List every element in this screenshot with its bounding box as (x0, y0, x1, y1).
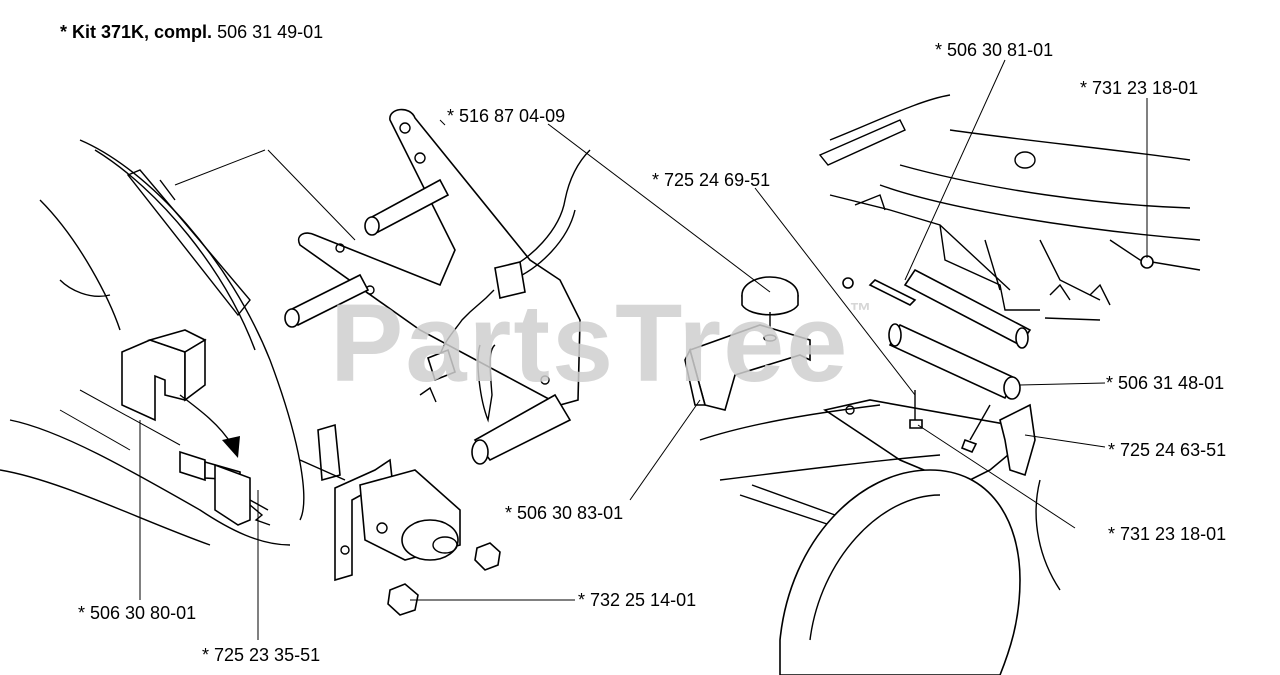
mower-body-left (0, 139, 356, 546)
leader-lines (59, 59, 1148, 640)
kit-title: * Kit 371K, compl. 506 31 49-01 (60, 22, 324, 42)
label-516-87-04-09: * 516 87 04-09 (447, 106, 566, 126)
label-725-24-69-51: * 725 24 69-51 (652, 170, 771, 190)
nut-732-25-14-01 (387, 583, 419, 616)
knob-bracket-506-30-83-01 (684, 276, 811, 411)
arrow-head (222, 436, 240, 458)
label-725-24-63-51: * 725 24 63-51 (1108, 440, 1227, 460)
label-732-25-14-01: * 732 25 14-01 (578, 590, 697, 610)
wheel (779, 469, 1061, 675)
label-506-30-80-01: * 506 30 80-01 (78, 603, 197, 623)
lift-plate-516-87-04-09 (284, 108, 591, 465)
label-731-23-18-01-top: * 731 23 18-01 (1080, 78, 1199, 98)
label-506-30-81-01: * 506 30 81-01 (935, 40, 1054, 60)
label-506-31-48-01: * 506 31 48-01 (1106, 373, 1225, 393)
label-725-23-35-51: * 725 23 35-51 (202, 645, 321, 665)
tractor-body-right (818, 94, 1201, 349)
clamp-assembly (179, 423, 346, 526)
bracket-506-30-80-01 (121, 329, 207, 422)
pivot-bracket (334, 458, 461, 582)
partstree-watermark: PartsTree™ (330, 282, 874, 405)
label-731-23-18-01-bottom: * 731 23 18-01 (1108, 524, 1227, 544)
label-506-30-83-01: * 506 30 83-01 (505, 503, 624, 523)
tube-506-31-48-01 (888, 323, 1021, 400)
direction-arrow (179, 394, 233, 446)
nut-center (474, 542, 501, 571)
